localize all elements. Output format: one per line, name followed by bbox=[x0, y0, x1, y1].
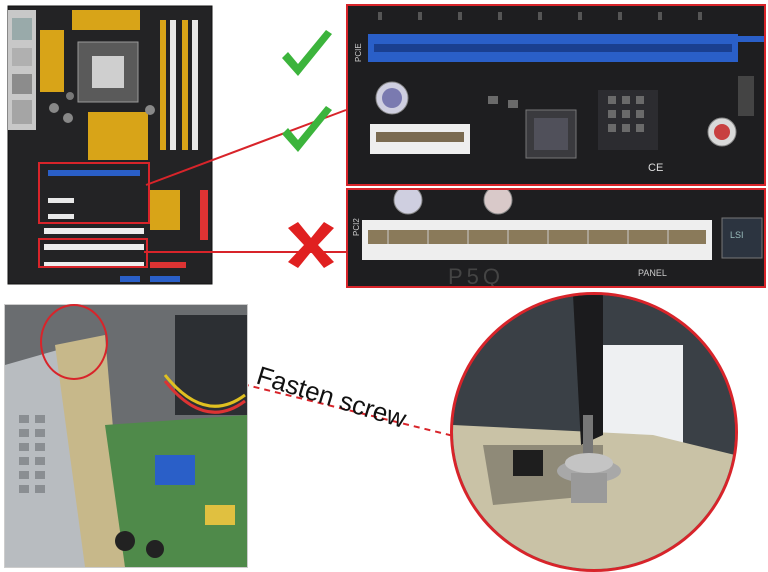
check-mark-icon bbox=[282, 30, 332, 76]
pci-closeup-panel: PCI2 P5Q PANEL LSI bbox=[346, 188, 766, 288]
pci-slot-label: PCI2 bbox=[352, 218, 361, 236]
check-mark-icon bbox=[282, 106, 332, 152]
board-silk-p5q: P5Q bbox=[448, 264, 505, 288]
ce-mark: CE bbox=[648, 162, 664, 174]
screw-highlight-circle bbox=[40, 304, 108, 380]
pcie-highlight-box bbox=[38, 162, 150, 224]
x-mark-icon bbox=[288, 222, 334, 268]
pcie-slot-label: PCIE bbox=[354, 43, 363, 62]
panel-label: PANEL bbox=[638, 268, 667, 278]
motherboard-overview bbox=[0, 0, 220, 290]
lsi-label: LSI bbox=[730, 230, 744, 240]
screw-zoom-circle bbox=[450, 292, 738, 572]
pcie-closeup-panel: PCIE CE bbox=[346, 4, 766, 186]
